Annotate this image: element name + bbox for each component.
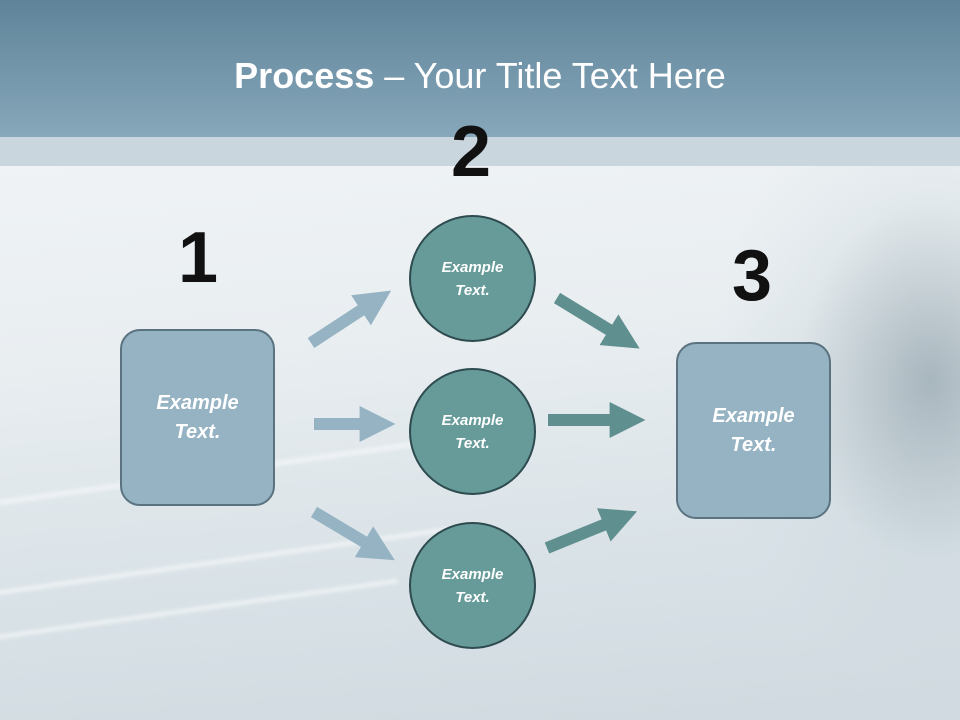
step-number-1: 1 <box>178 218 219 298</box>
step-1-box: Example Text. <box>120 329 275 506</box>
step-2-circle-top: Example Text. <box>409 215 536 342</box>
step-3-box: Example Text. <box>676 342 831 519</box>
header-band <box>0 137 960 166</box>
step-number-2: 2 <box>451 112 492 192</box>
arrow-1-to-top <box>307 290 392 349</box>
arrow-1-to-bottom <box>310 506 395 561</box>
step-2-circle-middle: Example Text. <box>409 368 536 495</box>
arrow-bottom-to-3 <box>544 508 638 554</box>
arrow-top-to-3 <box>553 292 640 349</box>
header-bar <box>0 0 960 137</box>
step-number-3: 3 <box>732 236 773 316</box>
step-2-circle-bottom: Example Text. <box>409 522 536 649</box>
slide-title: Process – Your Title Text Here <box>234 55 726 96</box>
